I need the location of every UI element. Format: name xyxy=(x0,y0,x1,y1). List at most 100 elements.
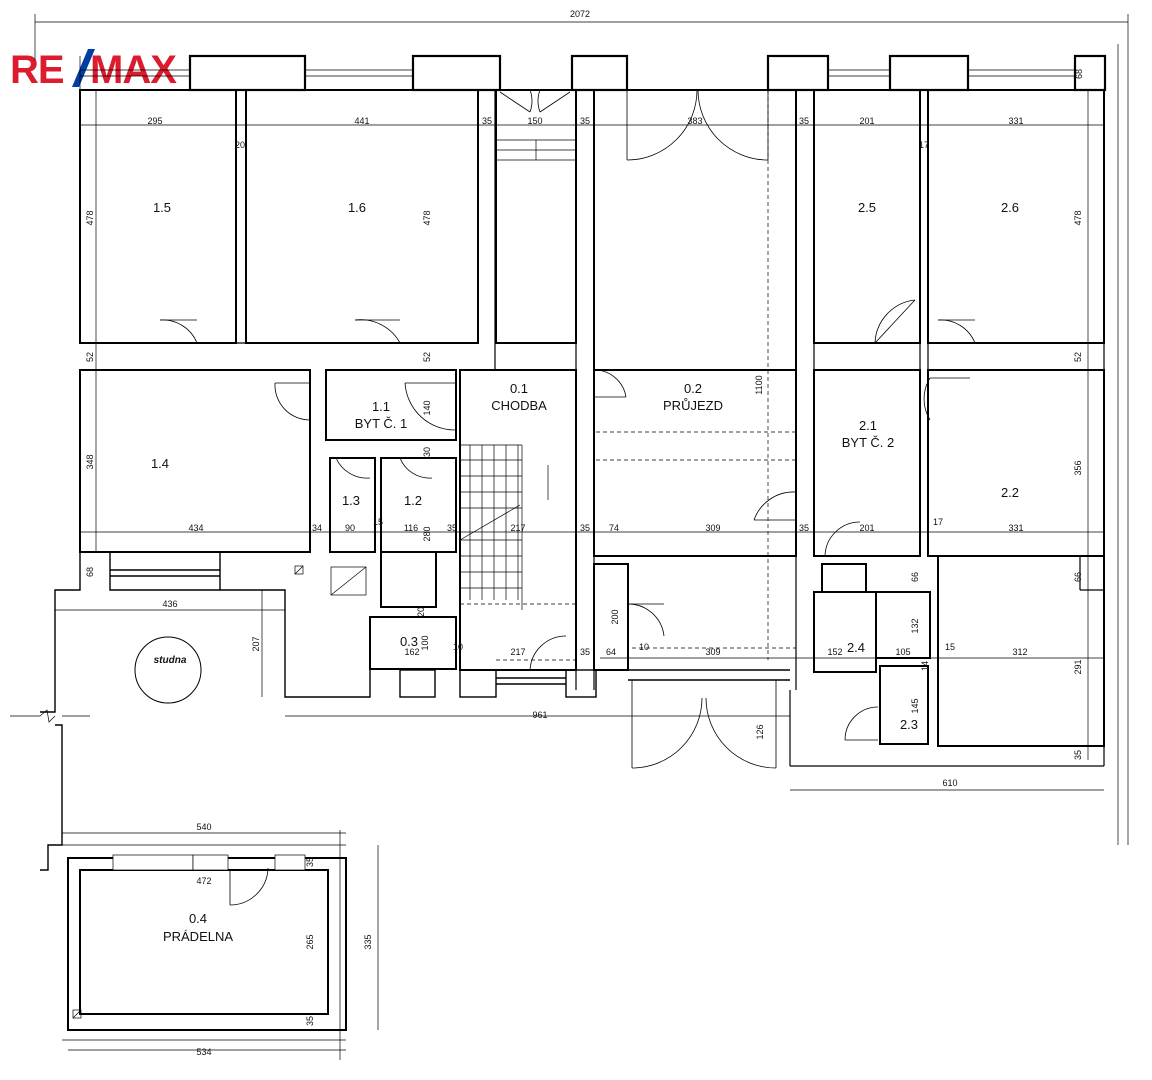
dim-label: 35 xyxy=(580,647,590,657)
dim-label: 10 xyxy=(639,642,649,652)
dim-label: 145 xyxy=(910,698,920,713)
dim-label: 116 xyxy=(404,523,418,533)
dim-label: 217 xyxy=(510,647,525,657)
dim-label: 217 xyxy=(510,523,525,533)
dim-label: 35 xyxy=(1073,750,1083,760)
dim-label: 35 xyxy=(305,857,315,867)
room-label-0-4: 0.4 xyxy=(189,911,207,926)
dim-label: 540 xyxy=(196,822,211,832)
room-name-byt-2: BYT Č. 2 xyxy=(842,435,895,450)
dim-label: 312 xyxy=(1012,647,1027,657)
room-label-2-3: 2.3 xyxy=(900,717,918,732)
room-label-2-5: 2.5 xyxy=(858,200,876,215)
dim-label: 90 xyxy=(345,523,355,533)
dim-label: 356 xyxy=(1073,460,1083,475)
dim-label: 68 xyxy=(1074,69,1084,79)
dim-label: 17 xyxy=(919,140,929,150)
dim-label: 35 xyxy=(580,523,590,533)
svg-text:MAX: MAX xyxy=(90,48,177,89)
dim-label: 35 xyxy=(482,116,492,126)
room-label-2-4: 2.4 xyxy=(847,640,865,655)
dim-label: 66 xyxy=(910,572,920,582)
dim-label: 17 xyxy=(933,517,943,527)
dim-label: 478 xyxy=(1073,210,1083,225)
dim-label: 200 xyxy=(610,609,620,624)
room-name-byt-1: BYT Č. 1 xyxy=(355,416,408,431)
dim-label: 52 xyxy=(1073,352,1083,362)
dim-label: 348 xyxy=(85,454,95,469)
dim-label: 331 xyxy=(1008,523,1023,533)
dim-label: 34 xyxy=(312,523,322,533)
dim-label: 309 xyxy=(705,647,720,657)
room-label-2-6: 2.6 xyxy=(1001,200,1019,215)
dim-label: 100 xyxy=(420,635,430,650)
dim-label: 52 xyxy=(422,352,432,362)
dim-label: 162 xyxy=(404,647,419,657)
dim-label: 140 xyxy=(422,400,432,415)
room-label-0-2: 0.2 xyxy=(684,381,702,396)
dim-label: 52 xyxy=(85,352,95,362)
dim-label: 150 xyxy=(527,116,542,126)
dim-label: 15 xyxy=(373,517,383,527)
dim-label: 295 xyxy=(147,116,162,126)
dim-label: 105 xyxy=(895,647,910,657)
dim-label: 10 xyxy=(453,642,463,652)
dim-label: 66 xyxy=(1073,572,1083,582)
room-label-0-3: 0.3 xyxy=(400,634,418,649)
svg-text:RE: RE xyxy=(10,48,64,89)
dim-label: 15 xyxy=(945,642,955,652)
dim-label: 20 xyxy=(416,607,426,617)
room-label-1-5: 1.5 xyxy=(153,200,171,215)
dim-label: 436 xyxy=(162,599,177,609)
dim-label: 152 xyxy=(827,647,842,657)
dim-label: 478 xyxy=(85,210,95,225)
room-label-1-1: 1.1 xyxy=(372,399,390,414)
dim-label: 280 xyxy=(422,526,432,541)
room-label-0-1: 0.1 xyxy=(510,381,528,396)
dim-label: 265 xyxy=(305,934,315,949)
room-label-1-6: 1.6 xyxy=(348,200,366,215)
dim-label: 534 xyxy=(196,1047,211,1057)
dim-label: 35 xyxy=(580,116,590,126)
room-label-2-1: 2.1 xyxy=(859,418,877,433)
dim-label: 201 xyxy=(859,523,874,533)
room-name-prujezd: PRŮJEZD xyxy=(663,398,723,413)
dim-label: 441 xyxy=(354,116,369,126)
dim-label: 472 xyxy=(196,876,211,886)
dim-label: 201 xyxy=(859,116,874,126)
room-label-1-2: 1.2 xyxy=(404,493,422,508)
well-circle xyxy=(134,636,202,704)
well-label: studna xyxy=(154,655,187,666)
dim-label: 383 xyxy=(687,116,702,126)
dim-label: 30 xyxy=(422,447,432,457)
dim-label: 14 xyxy=(920,661,930,671)
dim-label: 610 xyxy=(942,778,957,788)
dim-label: 1100 xyxy=(754,375,764,394)
dim-label: 35 xyxy=(799,523,809,533)
dim-label: 74 xyxy=(609,523,619,533)
remax-logo: RE MAX xyxy=(10,48,178,89)
dim-label: 478 xyxy=(422,210,432,225)
dim-label: 291 xyxy=(1073,659,1083,674)
room-label-1-3: 1.3 xyxy=(342,493,360,508)
dim-label: 68 xyxy=(85,567,95,577)
room-name-chodba: CHODBA xyxy=(491,398,547,413)
dim-label: 335 xyxy=(363,934,373,949)
dim-total: 2072 xyxy=(570,9,590,19)
dim-label: 961 xyxy=(532,710,547,720)
room-name-pradelna: PRÁDELNA xyxy=(163,929,233,944)
dim-label: 35 xyxy=(799,116,809,126)
dim-label: 309 xyxy=(705,523,720,533)
dim-label: 20 xyxy=(235,140,245,150)
dim-label: 132 xyxy=(910,618,920,633)
room-label-2-2: 2.2 xyxy=(1001,485,1019,500)
dim-label: 207 xyxy=(251,636,261,651)
dim-label: 434 xyxy=(188,523,203,533)
dim-label: 35 xyxy=(447,523,457,533)
dim-label: 126 xyxy=(755,724,765,739)
room-label-1-4: 1.4 xyxy=(151,456,169,471)
dim-label: 64 xyxy=(606,647,616,657)
dim-label: 35 xyxy=(305,1016,315,1026)
dim-label: 331 xyxy=(1008,116,1023,126)
